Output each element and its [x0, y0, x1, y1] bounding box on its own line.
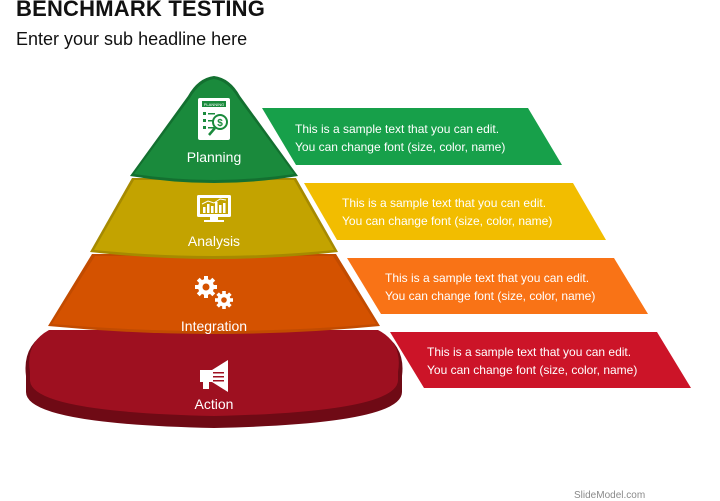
footer-watermark: SlideModel.com: [574, 490, 646, 501]
banner-integration-text-line2: You can change font (size, color, name): [385, 289, 595, 303]
banner-planning-text-line1: This is a sample text that you can edit.: [295, 122, 499, 136]
banner-analysis-text-line1: This is a sample text that you can edit.: [342, 196, 546, 210]
page-subtitle: Enter your sub headline here: [16, 29, 248, 49]
banner-planning-text-line2: You can change font (size, color, name): [295, 140, 505, 154]
banner-action-text-line1: This is a sample text that you can edit.: [427, 345, 631, 359]
banner-action-shape: [390, 332, 691, 388]
gears-icon: [195, 276, 233, 309]
banner-integration: This is a sample text that you can edit.…: [347, 258, 648, 314]
tier-analysis-label: Analysis: [188, 233, 240, 249]
banner-analysis-text-line2: You can change font (size, color, name): [342, 214, 552, 228]
megaphone-icon: [200, 360, 228, 392]
tier-integration-label: Integration: [181, 318, 247, 334]
banner-action: This is a sample text that you can edit.…: [390, 332, 691, 388]
banner-analysis-shape: [304, 183, 606, 240]
analysis-monitor-icon: [197, 195, 231, 222]
banner-analysis: This is a sample text that you can edit.…: [304, 183, 606, 240]
banner-planning-shape: [262, 108, 562, 165]
banner-planning: This is a sample text that you can edit.…: [262, 108, 562, 165]
tier-planning-label: Planning: [187, 149, 242, 165]
page-title: BENCHMARK TESTING: [16, 0, 266, 21]
planning-icon-caption: PLANNING: [204, 102, 224, 107]
banner-integration-shape: [347, 258, 648, 314]
svg-text:$: $: [217, 118, 223, 129]
tier-action-label: Action: [195, 396, 234, 412]
planning-document-icon: PLANNING $: [198, 98, 230, 140]
banner-integration-text-line1: This is a sample text that you can edit.: [385, 271, 589, 285]
banner-action-text-line2: You can change font (size, color, name): [427, 363, 637, 377]
